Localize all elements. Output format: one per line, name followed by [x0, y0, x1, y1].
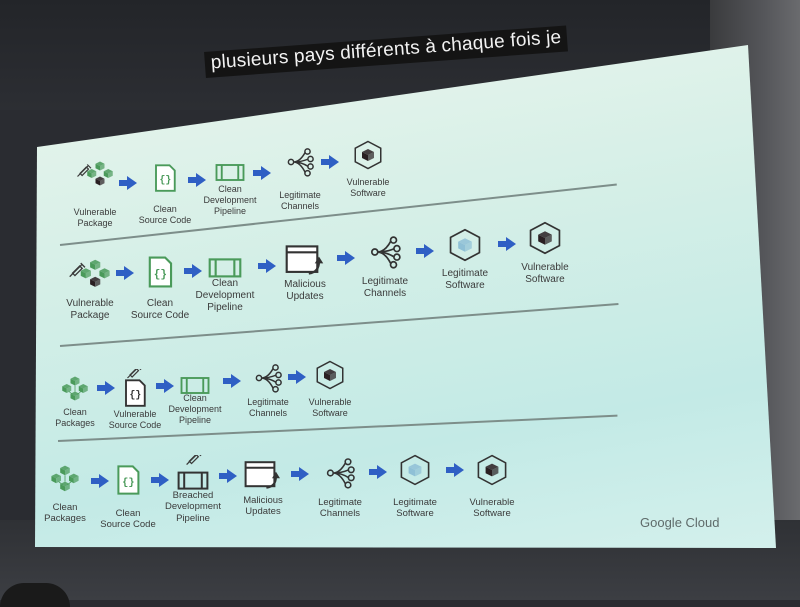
clean-packages-icon [49, 464, 81, 501]
source-code-icon: {} [112, 464, 144, 501]
step-label: Clean Development Pipeline [168, 393, 222, 425]
step-label: Legitimate Channels [361, 276, 409, 299]
channels-icon [324, 457, 356, 494]
step-label: Clean Development Pipeline [203, 184, 257, 216]
audience-head [0, 583, 70, 607]
vulnerable-package-icon [68, 258, 112, 297]
step-label: Vulnerable Software [469, 497, 515, 520]
step-label: Legitimate Software [393, 497, 437, 520]
step-label: Vulnerable Software [346, 177, 390, 198]
vulnerable-software-icon [353, 140, 383, 175]
clean-packages-icon [60, 375, 90, 410]
step-label: Vulnerable Source Code [108, 409, 162, 430]
step-label: Clean Packages [55, 407, 95, 428]
step-label: Vulnerable Software [308, 397, 352, 418]
brand-logo-text: Google Cloud [640, 515, 720, 530]
step-label: Clean Source Code [138, 204, 192, 225]
vulnerable-package-icon [76, 160, 115, 195]
pipeline-icon [208, 256, 242, 285]
svg-text:{}: {} [130, 389, 142, 400]
malicious-updates-icon [244, 459, 282, 496]
pipeline-icon [180, 375, 210, 401]
step-label: Malicious Updates [243, 495, 283, 518]
source-code-icon: {} [143, 255, 177, 294]
step-label: Malicious Updates [284, 279, 326, 302]
source-code-icon: {} [150, 163, 180, 198]
channels-icon [253, 363, 283, 398]
step-label: Vulnerable Package [66, 298, 114, 321]
step-label: Clean Development Pipeline [195, 278, 255, 313]
step-label: Breached Development Pipeline [165, 490, 221, 524]
step-label: Clean Source Code [100, 508, 156, 531]
svg-text:{}: {} [154, 269, 167, 281]
svg-text:{}: {} [160, 175, 172, 186]
pipeline-icon [215, 162, 245, 188]
step-label: Legitimate Software [441, 268, 489, 291]
svg-text:{}: {} [122, 477, 134, 489]
vulnerable-software-icon [315, 360, 345, 395]
step-label: Legitimate Channels [318, 497, 362, 520]
step-label: Clean Source Code [130, 298, 190, 321]
step-label: Legitimate Channels [279, 190, 321, 211]
legitimate-software-icon [399, 454, 431, 491]
legitimate-software-icon [448, 228, 482, 267]
vulnerable-software-icon [476, 454, 508, 491]
vulnerable-source-code-icon: {} [120, 365, 150, 413]
malicious-updates-icon [285, 243, 326, 282]
step-label: Legitimate Channels [247, 397, 289, 418]
step-label: Vulnerable Package [73, 207, 117, 228]
vulnerable-software-icon [528, 221, 562, 260]
channels-icon [368, 235, 402, 274]
step-label: Clean Packages [44, 502, 86, 525]
channels-icon [285, 147, 315, 182]
step-label: Vulnerable Software [521, 262, 569, 285]
